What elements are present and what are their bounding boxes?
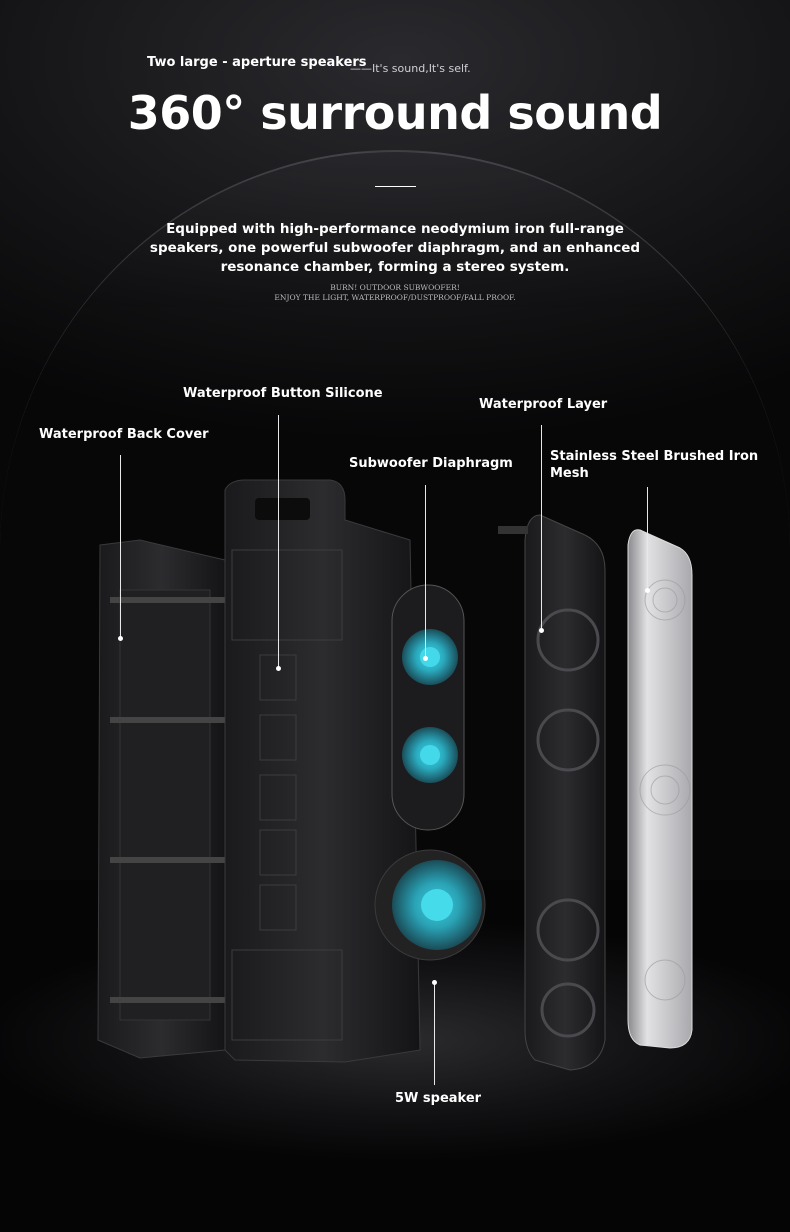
- callout-line: [541, 425, 542, 630]
- description: Equipped with high-performance neodymium…: [0, 220, 790, 277]
- main-body: [224, 479, 421, 1063]
- callout-dot: [432, 980, 437, 985]
- callout-line: [425, 485, 426, 658]
- description-text: Equipped with high-performance neodymium…: [149, 221, 641, 275]
- kicker-text: Two large - aperture speakers: [147, 55, 367, 70]
- callout-line: [120, 455, 121, 638]
- callout-button-silicone: Waterproof Button Silicone: [183, 386, 383, 401]
- callout-dot: [118, 636, 123, 641]
- back-cover: [97, 539, 226, 1059]
- callout-subwoofer: Subwoofer Diaphragm: [349, 456, 513, 471]
- callout-line: [434, 982, 435, 1085]
- waterproof-layer: [498, 514, 606, 1071]
- callout-dot: [645, 588, 650, 593]
- callout-dot: [539, 628, 544, 633]
- callout-mesh-line2: Mesh: [550, 466, 589, 481]
- tagline-text: ——It's sound,It's self.: [350, 62, 471, 75]
- small-line-2: ENJOY THE LIGHT, WATERPROOF/DUSTPROOF/FA…: [274, 293, 516, 302]
- callout-back-cover: Waterproof Back Cover: [39, 427, 209, 442]
- 5w-speaker: [374, 849, 486, 961]
- small-line-1: BURN! OUTDOOR SUBWOOFER!: [330, 283, 460, 292]
- callout-line: [278, 415, 279, 668]
- divider: [375, 186, 416, 187]
- callout-line: [647, 487, 648, 590]
- callout-mesh-line1: Stainless Steel Brushed Iron: [550, 449, 759, 464]
- subwoofer-diaphragm: [391, 584, 465, 831]
- steel-mesh: [627, 529, 693, 1049]
- small-print: BURN! OUTDOOR SUBWOOFER! ENJOY THE LIGHT…: [0, 283, 790, 303]
- callout-dot: [423, 656, 428, 661]
- callout-waterproof-layer: Waterproof Layer: [479, 397, 608, 412]
- callout-mesh: Stainless Steel Brushed Iron Mesh: [550, 448, 758, 482]
- callout-dot: [276, 666, 281, 671]
- callout-5w-speaker: 5W speaker: [395, 1091, 482, 1106]
- headline: 360° surround sound: [127, 86, 663, 140]
